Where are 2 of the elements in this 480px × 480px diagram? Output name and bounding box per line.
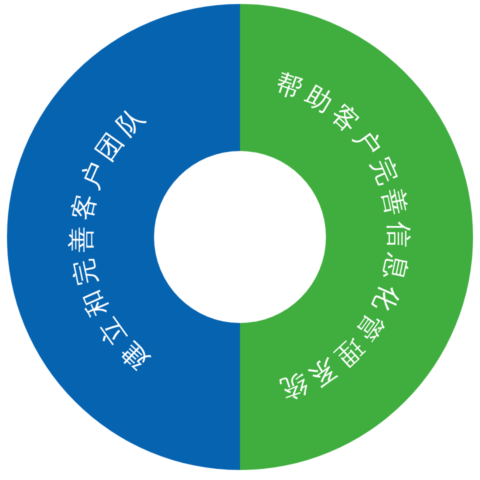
segment-label: 建立和完善客户团队 bbox=[67, 99, 155, 375]
segment-label: 帮助客户完善信息化管理系统 bbox=[272, 68, 413, 406]
